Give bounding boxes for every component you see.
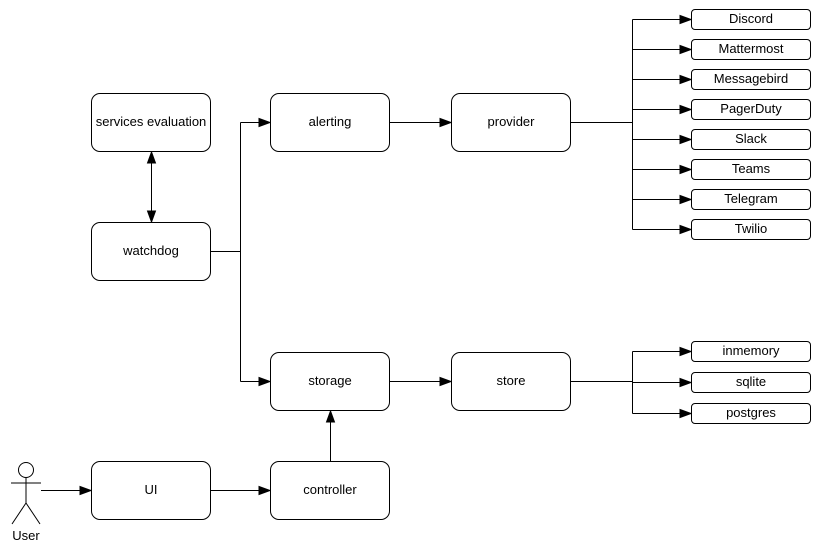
node-provider-twilio: Twilio <box>691 219 811 240</box>
node-provider: provider <box>451 93 571 152</box>
edge-services-evaluation-watchdog <box>146 150 157 224</box>
node-provider-teams: Teams <box>691 159 811 180</box>
node-provider-mattermost: Mattermost <box>691 39 811 60</box>
provider-pagerduty-label: PagerDuty <box>720 101 782 117</box>
node-controller-label: controller <box>303 482 357 498</box>
node-watchdog-label: watchdog <box>123 243 179 259</box>
edge-user-ui <box>41 485 93 496</box>
edge-branch-storage <box>240 376 272 387</box>
node-alerting-label: alerting <box>308 114 352 130</box>
provider-mattermost-label: Mattermost <box>718 41 784 57</box>
store-inmemory-label: inmemory <box>722 343 780 359</box>
edge-ui-controller <box>211 485 272 496</box>
node-provider-discord: Discord <box>691 9 811 30</box>
user-actor-icon <box>11 462 41 525</box>
node-store-label: store <box>496 373 526 389</box>
node-store-postgres: postgres <box>691 403 811 424</box>
node-ui: UI <box>91 461 211 520</box>
user-actor-label: User <box>12 528 40 543</box>
node-provider-telegram: Telegram <box>691 189 811 210</box>
node-services-evaluation-label: services evaluation <box>95 114 207 130</box>
edge-storage-store <box>390 376 453 387</box>
edge-alerting-provider <box>390 117 453 128</box>
edge-watchdog-branch <box>211 122 241 382</box>
provider-telegram-label: Telegram <box>724 191 778 207</box>
node-storage: storage <box>270 352 390 411</box>
node-provider-messagebird: Messagebird <box>691 69 811 90</box>
node-provider-label: provider <box>487 114 535 130</box>
edge-provider-fanout <box>571 14 693 235</box>
node-services-evaluation: services evaluation <box>91 93 211 152</box>
node-provider-slack: Slack <box>691 129 811 150</box>
edge-branch-alerting <box>240 117 272 128</box>
node-store-sqlite: sqlite <box>691 372 811 393</box>
edge-controller-storage <box>325 409 336 461</box>
node-alerting: alerting <box>270 93 390 152</box>
edge-store-fanout <box>571 346 693 419</box>
node-watchdog: watchdog <box>91 222 211 281</box>
node-ui-label: UI <box>144 482 158 498</box>
store-postgres-label: postgres <box>726 405 776 421</box>
node-provider-pagerduty: PagerDuty <box>691 99 811 120</box>
store-sqlite-label: sqlite <box>735 374 767 390</box>
provider-messagebird-label: Messagebird <box>713 71 789 87</box>
node-storage-label: storage <box>308 373 352 389</box>
node-store: store <box>451 352 571 411</box>
provider-slack-label: Slack <box>735 131 767 147</box>
provider-twilio-label: Twilio <box>734 221 768 237</box>
node-store-inmemory: inmemory <box>691 341 811 362</box>
provider-discord-label: Discord <box>728 11 774 27</box>
node-controller: controller <box>270 461 390 520</box>
provider-teams-label: Teams <box>731 161 771 177</box>
